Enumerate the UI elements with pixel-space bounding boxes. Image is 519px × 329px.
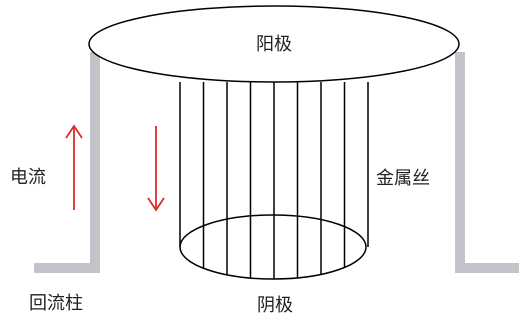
current-label: 电流 [10,167,46,188]
cathode-ring [179,214,367,280]
metal-wires [179,82,369,279]
return-column-label: 回流柱 [29,293,83,314]
cathode-label: 阴极 [257,295,293,316]
current-down-arrow [147,126,165,212]
return-column-right [455,52,519,273]
anode-label: 阳极 [256,34,292,55]
current-up-arrow [65,124,83,210]
return-column-left [34,52,100,273]
metal-wire-label: 金属丝 [376,168,430,189]
anode-disc [88,5,460,83]
